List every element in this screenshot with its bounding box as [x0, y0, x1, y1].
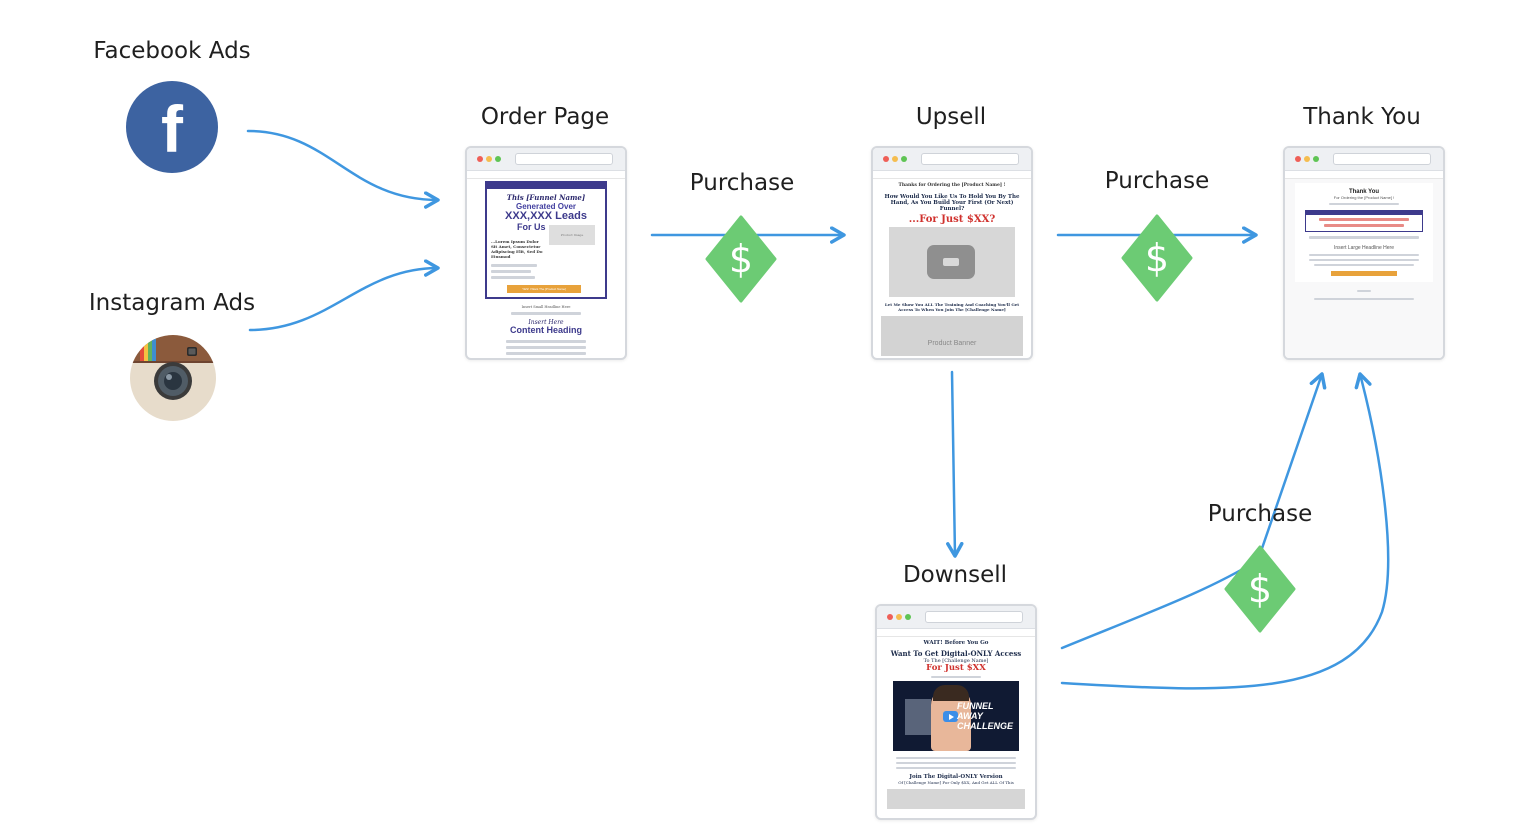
order-product-image: Product Image	[549, 225, 595, 245]
downsell-join-sub: Of [Challenge Name] For Only $XX, And Ge…	[898, 780, 1014, 785]
upsell-body: Let Me Show You ALL The Training And Coa…	[884, 302, 1020, 312]
dollar-glyph: $	[1145, 236, 1169, 280]
facebook-letter: f	[161, 92, 184, 166]
thankyou-cta-button[interactable]	[1331, 271, 1397, 276]
label-purchase-1: Purchase	[689, 170, 795, 196]
browser-bar	[877, 606, 1035, 629]
upsell-product-banner: Product Banner	[881, 316, 1023, 356]
thankyou-sub: For Ordering the [Product Name] !	[1333, 195, 1395, 200]
url-bar	[925, 611, 1023, 623]
upsell-video[interactable]	[889, 227, 1015, 297]
upsell-page-thumbnail[interactable]: Thanks for Ordering the [Product Name] !…	[871, 146, 1033, 360]
url-bar	[921, 153, 1019, 165]
instagram-logo-icon	[130, 335, 216, 421]
browser-bar	[467, 148, 625, 171]
order-small-heading: Insert Small Headline Here	[521, 305, 571, 309]
downsell-video-text: FUNNEL AWAY CHALLENGE	[957, 701, 1013, 731]
downsell-headline: Want To Get Digital-ONLY Access	[890, 649, 1022, 658]
arrow-downsell-to-thankyou-decline	[1060, 372, 1390, 690]
arrow-instagram-to-order	[248, 259, 440, 332]
arrow-upsell-to-downsell	[946, 370, 964, 558]
upsell-top: Thanks for Ordering the [Product Name] !	[898, 183, 1006, 188]
label-downsell: Downsell	[902, 562, 1008, 588]
order-insert-here: Insert Here	[528, 319, 564, 326]
url-bar	[515, 153, 613, 165]
order-page-thumbnail[interactable]: This [Funnel Name] Generated Over XXX,XX…	[465, 146, 627, 360]
thankyou-page-thumbnail[interactable]: Thank You For Ordering the [Product Name…	[1283, 146, 1445, 360]
order-sub: ...Lorem Ipsum Dolor Sit Amet, Consectet…	[491, 239, 543, 259]
label-facebook-ads: Facebook Ads	[93, 38, 251, 64]
label-purchase-3: Purchase	[1207, 501, 1313, 527]
downsell-wait: WAIT! Before You Go	[923, 640, 989, 646]
downsell-price: For Just $XX	[926, 663, 986, 673]
downsell-join: Join The Digital-ONLY Version	[909, 774, 1003, 780]
facebook-logo-icon: f	[126, 81, 218, 173]
label-purchase-2: Purchase	[1104, 168, 1210, 194]
dollar-glyph: $	[729, 237, 753, 281]
order-headline-1: This [Funnel Name]	[506, 193, 586, 202]
dollar-diamond-icon: $	[705, 215, 777, 303]
downsell-to: To The [Challenge Name]	[923, 658, 989, 664]
browser-bar	[1285, 148, 1443, 171]
order-content-heading: Content Heading	[510, 325, 582, 335]
order-cta-button[interactable]: YES! I Want The [Product Name]	[507, 285, 581, 293]
thankyou-title: Thank You	[1348, 189, 1380, 195]
url-bar	[1333, 153, 1431, 165]
arrow-facebook-to-order	[246, 129, 440, 209]
dollar-diamond-icon: $	[1121, 214, 1193, 302]
upsell-price: ...For Just $XX?	[908, 214, 996, 225]
order-headline-2: Generated Over	[515, 202, 577, 211]
order-headline-4: For Us	[517, 222, 546, 232]
downsell-page-thumbnail[interactable]: WAIT! Before You Go Want To Get Digital-…	[875, 604, 1037, 820]
dollar-glyph: $	[1248, 567, 1272, 611]
dollar-diamond-icon: $	[1224, 545, 1296, 633]
label-upsell: Upsell	[915, 104, 987, 130]
label-instagram-ads: Instagram Ads	[88, 290, 256, 316]
upsell-headline: How Would You Like Us To Hold You By The…	[884, 194, 1020, 212]
label-thank-you: Thank You	[1303, 104, 1421, 130]
thankyou-headline: Insert Large Headline Here	[1333, 245, 1395, 251]
browser-bar	[873, 148, 1031, 171]
label-order-page: Order Page	[480, 104, 610, 130]
order-headline-3: XXX,XXX Leads	[505, 210, 587, 222]
downsell-video[interactable]: FUNNEL AWAY CHALLENGE	[893, 681, 1019, 751]
